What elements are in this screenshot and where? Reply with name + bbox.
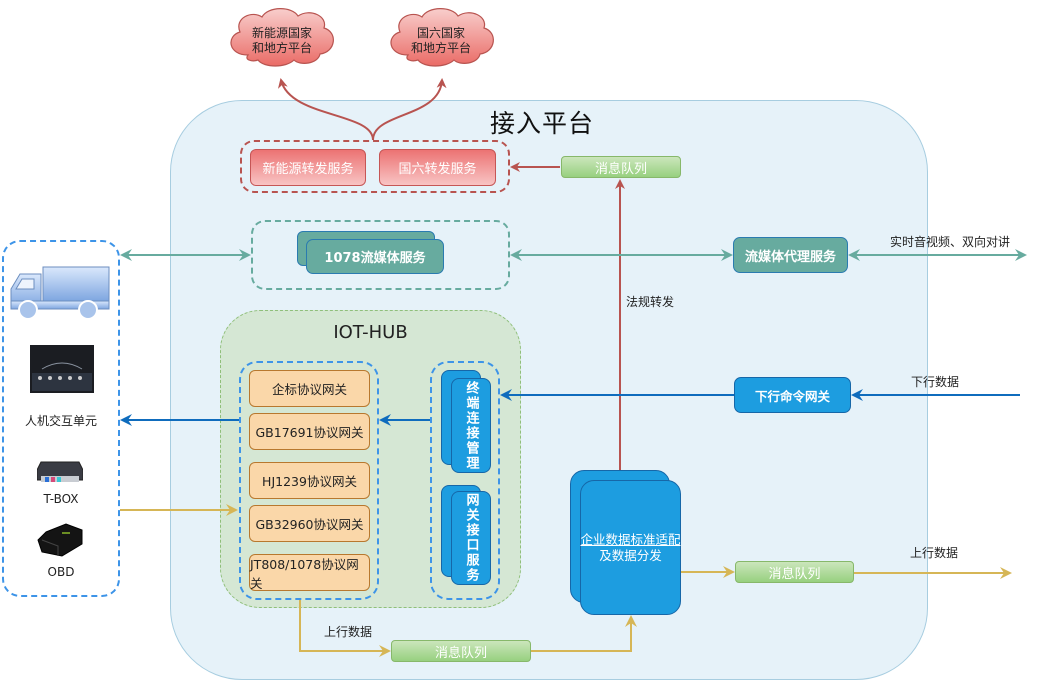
iot-hub-title: IOT-HUB xyxy=(333,322,408,343)
hmi-screen-icon xyxy=(30,345,94,393)
hub-services-group xyxy=(430,361,500,600)
hmi-unit-label: 人机交互单元 xyxy=(24,414,97,428)
streaming-group xyxy=(251,220,510,290)
downlink-data-label: 下行数据 xyxy=(911,375,960,389)
truck-icon xyxy=(10,266,110,320)
gateway-jt808-1078[interactable]: JT808/1078协议网关 xyxy=(249,554,370,591)
tbox-icon xyxy=(37,461,83,482)
realtime-av-label: 实时音视频、双向对讲 xyxy=(890,235,1011,249)
cloud-g6-label: 国六国家 和地方平台 xyxy=(396,26,486,56)
cloud-g6-line2: 和地方平台 xyxy=(410,41,471,55)
gateway-gb17691[interactable]: GB17691协议网关 xyxy=(249,413,370,450)
enterprise-data-adapter[interactable]: 企业数据标准适配 及数据分发 xyxy=(580,480,681,615)
cloud-nev-line1: 新能源国家 xyxy=(251,26,312,40)
terminal-connection-management[interactable]: 终端连接管理 xyxy=(451,378,491,473)
uplink-inner-data-label: 上行数据 xyxy=(324,625,373,639)
gateway-hj1239[interactable]: HJ1239协议网关 xyxy=(249,462,370,499)
message-queue-uplink-in[interactable]: 消息队列 xyxy=(391,640,531,662)
obd-icon xyxy=(37,523,83,557)
regulation-forward-label: 法规转发 xyxy=(626,295,675,309)
message-queue-regulation[interactable]: 消息队列 xyxy=(561,156,681,178)
gateway-gb32960[interactable]: GB32960协议网关 xyxy=(249,505,370,542)
streaming-proxy-service[interactable]: 流媒体代理服务 xyxy=(733,237,848,273)
cloud-g6-line1: 国六国家 xyxy=(416,26,465,40)
message-queue-uplink-out[interactable]: 消息队列 xyxy=(735,561,854,583)
uplink-data-label: 上行数据 xyxy=(910,546,959,560)
cloud-nev-platform xyxy=(230,8,334,67)
enterprise-line1: 企业数据标准适配 xyxy=(580,531,681,547)
cloud-g6-platform xyxy=(390,8,494,67)
platform-title: 接入平台 xyxy=(490,109,595,138)
arrow-to-g6-cloud xyxy=(372,78,447,141)
forward-services-group xyxy=(240,140,510,193)
cloud-nev-line2: 和地方平台 xyxy=(251,41,312,55)
obd-label: OBD xyxy=(47,565,75,579)
streaming-service-1078[interactable]: 1078流媒体服务 xyxy=(306,239,444,274)
tbox-label: T-BOX xyxy=(43,492,79,506)
downlink-command-gateway[interactable]: 下行命令网关 xyxy=(734,377,851,413)
vehicle-devices-group xyxy=(2,240,120,597)
arrow-queue-to-enterprise xyxy=(530,615,637,652)
arrow-gateways-to-queue xyxy=(299,600,391,657)
gateway-api-service[interactable]: 网关接口服务 xyxy=(451,491,491,585)
g6-forward-service[interactable]: 国六转发服务 xyxy=(379,149,496,186)
gateway-enterprise[interactable]: 企标协议网关 xyxy=(249,370,370,407)
cloud-nev-label: 新能源国家 和地方平台 xyxy=(237,26,327,56)
nev-forward-service[interactable]: 新能源转发服务 xyxy=(250,149,366,186)
protocol-gateways-group xyxy=(239,361,379,600)
enterprise-line2: 及数据分发 xyxy=(599,547,662,563)
arrow-to-nev-cloud xyxy=(277,78,374,141)
